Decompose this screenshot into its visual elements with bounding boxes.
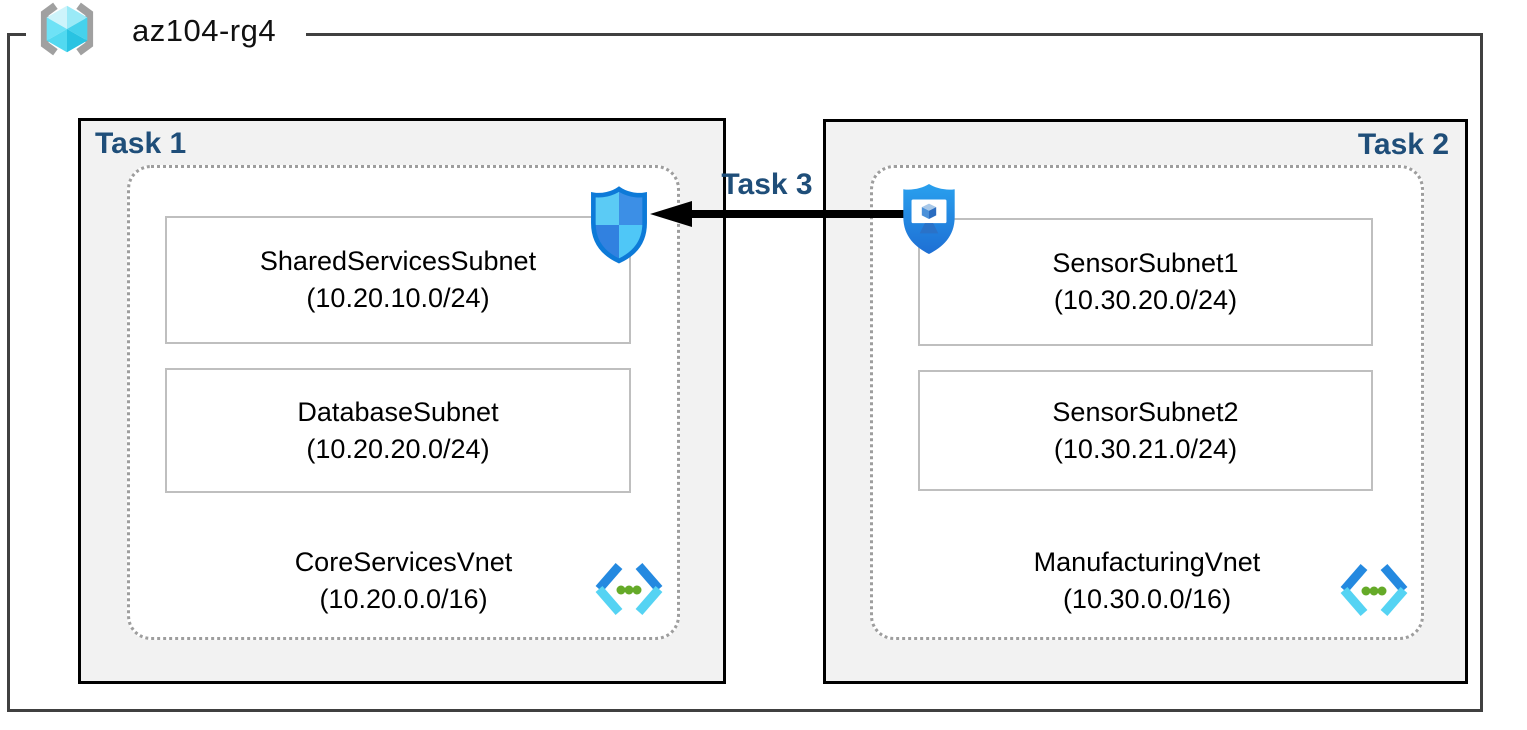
network-security-group-icon [586, 186, 652, 269]
subnet-name: DatabaseSubnet [297, 396, 499, 427]
vnet-cidr: (10.20.0.0/16) [319, 584, 488, 614]
virtual-network-icon [595, 560, 663, 623]
task3-arrow [648, 199, 908, 231]
subnet-name: SensorSubnet2 [1052, 396, 1239, 427]
resource-group-name: az104-rg4 [132, 13, 277, 48]
task1-box: Task 1 SharedServicesSubnet (10.20.10.0/… [78, 118, 726, 684]
task2-label: Task 2 [1357, 128, 1449, 161]
subnet-cidr: (10.30.21.0/24) [1053, 433, 1238, 464]
subnet-cidr: (10.20.10.0/24) [306, 283, 490, 313]
sensor-subnet1-box: SensorSubnet1 (10.30.20.0/24) [918, 218, 1373, 346]
subnet-name: SharedServicesSubnet [259, 246, 537, 276]
task1-label: Task 1 [95, 127, 187, 160]
bastion-monitor-shield-icon [898, 182, 960, 261]
virtual-network-icon [1340, 561, 1408, 624]
core-services-vnet-label: CoreServicesVnet (10.20.0.0/16) [130, 544, 677, 618]
task3-label: Task 3 [721, 168, 813, 201]
subnet-name: SensorSubnet1 [1052, 248, 1239, 278]
shared-services-subnet-box: SharedServicesSubnet (10.20.10.0/24) [165, 216, 631, 344]
manufacturing-vnet-label: ManufacturingVnet (10.30.0.0/16) [873, 544, 1421, 618]
sensor-subnet2-box: SensorSubnet2 (10.30.21.0/24) [918, 370, 1373, 491]
resource-group-header: az104-rg4 [26, 0, 307, 63]
subnet-cidr: (10.30.20.0/24) [1053, 285, 1238, 315]
subnet-cidr: (10.20.20.0/24) [306, 433, 490, 464]
task2-box: Task 2 SensorSubnet1 (10.30.20.0/24) Sen… [823, 119, 1468, 684]
vnet-cidr: (10.30.0.0/16) [1062, 584, 1232, 614]
manufacturing-vnet-container: SensorSubnet1 (10.30.20.0/24) SensorSubn… [870, 165, 1424, 640]
database-subnet-box: DatabaseSubnet (10.20.20.0/24) [165, 368, 631, 493]
core-services-vnet-container: SharedServicesSubnet (10.20.10.0/24) Dat… [127, 165, 680, 640]
vnet-name: ManufacturingVnet [1033, 547, 1261, 577]
vnet-name: CoreServicesVnet [294, 547, 513, 577]
resource-group-icon [32, 0, 102, 63]
